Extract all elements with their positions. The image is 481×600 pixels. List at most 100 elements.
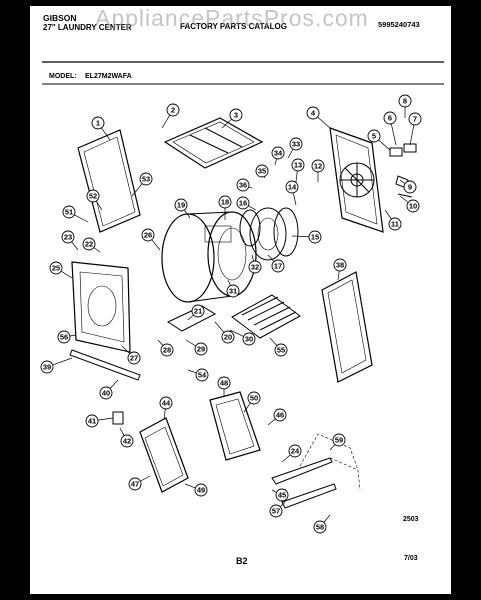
- brand-name: GIBSON: [43, 13, 77, 23]
- callout-number: 20: [224, 333, 232, 342]
- callout-20: 20: [214, 321, 235, 344]
- leader-line: [187, 314, 194, 321]
- callout-16: 16: [236, 196, 257, 211]
- callout-number: 49: [197, 486, 205, 495]
- callout-bubble: [236, 196, 250, 210]
- callout-number: 30: [245, 335, 253, 344]
- callout-number: 34: [274, 149, 283, 158]
- callout-number: 3: [234, 111, 238, 120]
- callout-48: 48: [217, 376, 231, 396]
- callout-bubble: [291, 158, 305, 172]
- leader-line: [337, 270, 340, 281]
- callout-46: 46: [267, 408, 287, 426]
- callout-number: 40: [102, 389, 110, 398]
- callout-number: 59: [335, 436, 343, 445]
- leader-line: [227, 279, 231, 286]
- leader-line: [271, 489, 277, 493]
- front-frame-part: [71, 261, 131, 353]
- leader-line: [267, 254, 275, 262]
- callout-number: 8: [403, 97, 407, 106]
- model-label: MODEL:: [49, 73, 77, 80]
- leader-line: [95, 200, 103, 211]
- callout-bubble: [275, 488, 289, 502]
- callout-number: 7: [413, 115, 417, 124]
- leader-line: [121, 345, 131, 355]
- callout-number: 51: [65, 208, 73, 217]
- side-panel-part: [77, 129, 141, 233]
- callout-bubble: [217, 376, 231, 390]
- callout-number: 11: [391, 220, 399, 229]
- callout-30: 30: [229, 329, 256, 346]
- callout-23: 23: [61, 230, 79, 251]
- callout-number: 9: [408, 183, 412, 192]
- callout-number: 2: [171, 106, 175, 115]
- callout-number: 4: [311, 109, 316, 118]
- callout-bubble: [273, 408, 287, 422]
- callout-number: 33: [292, 140, 300, 149]
- callout-number: 12: [314, 162, 322, 171]
- callout-13: 13: [291, 158, 305, 183]
- leader-line: [248, 186, 253, 189]
- callout-number: 19: [177, 201, 185, 210]
- callout-bubble: [313, 520, 327, 534]
- blower-seal-parts: [239, 207, 299, 261]
- callout-15: 15: [291, 230, 322, 244]
- model-number: EL27M2WAFA: [85, 73, 132, 80]
- callout-bubble: [226, 284, 240, 298]
- leader-line: [140, 475, 151, 482]
- callout-bubble: [99, 386, 113, 400]
- callout-bubble: [62, 205, 76, 219]
- callout-number: 38: [336, 261, 344, 270]
- leader-line: [214, 321, 225, 333]
- leader-line: [287, 149, 294, 159]
- callout-bubble: [127, 351, 141, 365]
- callout-53: 53: [131, 172, 153, 197]
- callout-27: 27: [121, 345, 141, 365]
- callout-18: 18: [218, 195, 232, 220]
- callout-bubble: [57, 330, 71, 344]
- leader-line: [161, 114, 171, 129]
- callout-14: 14: [285, 180, 299, 206]
- callout-bubble: [141, 228, 155, 242]
- callout-25: 25: [49, 261, 73, 279]
- callout-50: 50: [243, 391, 261, 413]
- callout-number: 14: [288, 183, 297, 192]
- callout-number: 16: [239, 199, 247, 208]
- callout-bubble: [271, 259, 285, 273]
- callout-number: 13: [294, 161, 302, 170]
- product-line: 27" LAUNDRY CENTER: [43, 23, 132, 32]
- callout-number: 58: [316, 523, 324, 532]
- leader-line: [384, 209, 392, 220]
- callout-42: 42: [119, 427, 134, 448]
- callout-bubble: [332, 433, 346, 447]
- leader-line: [229, 329, 244, 337]
- callout-44: 44: [159, 396, 173, 421]
- callout-number: 41: [88, 417, 96, 426]
- callout-bubble: [367, 129, 381, 143]
- top-panel-part: [163, 117, 264, 169]
- callout-number: 39: [43, 363, 51, 372]
- door-frame-part: [209, 391, 261, 461]
- callout-number: 36: [239, 181, 247, 190]
- callout-bubble: [288, 444, 302, 458]
- leader-line: [292, 192, 297, 206]
- leader-line: [390, 123, 397, 146]
- callout-bubble: [285, 180, 299, 194]
- callout-number: 50: [250, 394, 258, 403]
- catalog-date: 7/03: [404, 555, 418, 562]
- callout-number: 44: [162, 399, 171, 408]
- leader-line: [279, 501, 286, 508]
- callout-bubble: [191, 304, 205, 318]
- leader-line: [281, 454, 291, 463]
- callout-4: 4: [306, 106, 331, 129]
- callout-bubble: [388, 217, 402, 231]
- callout-bubble: [91, 116, 105, 130]
- leader-line: [131, 183, 143, 197]
- callout-47: 47: [128, 475, 151, 491]
- callout-24: 24: [281, 444, 302, 463]
- leader-line: [295, 170, 298, 183]
- base-rail-part: [271, 433, 361, 509]
- callout-number: 21: [194, 307, 202, 316]
- callout-bubble: [271, 146, 285, 160]
